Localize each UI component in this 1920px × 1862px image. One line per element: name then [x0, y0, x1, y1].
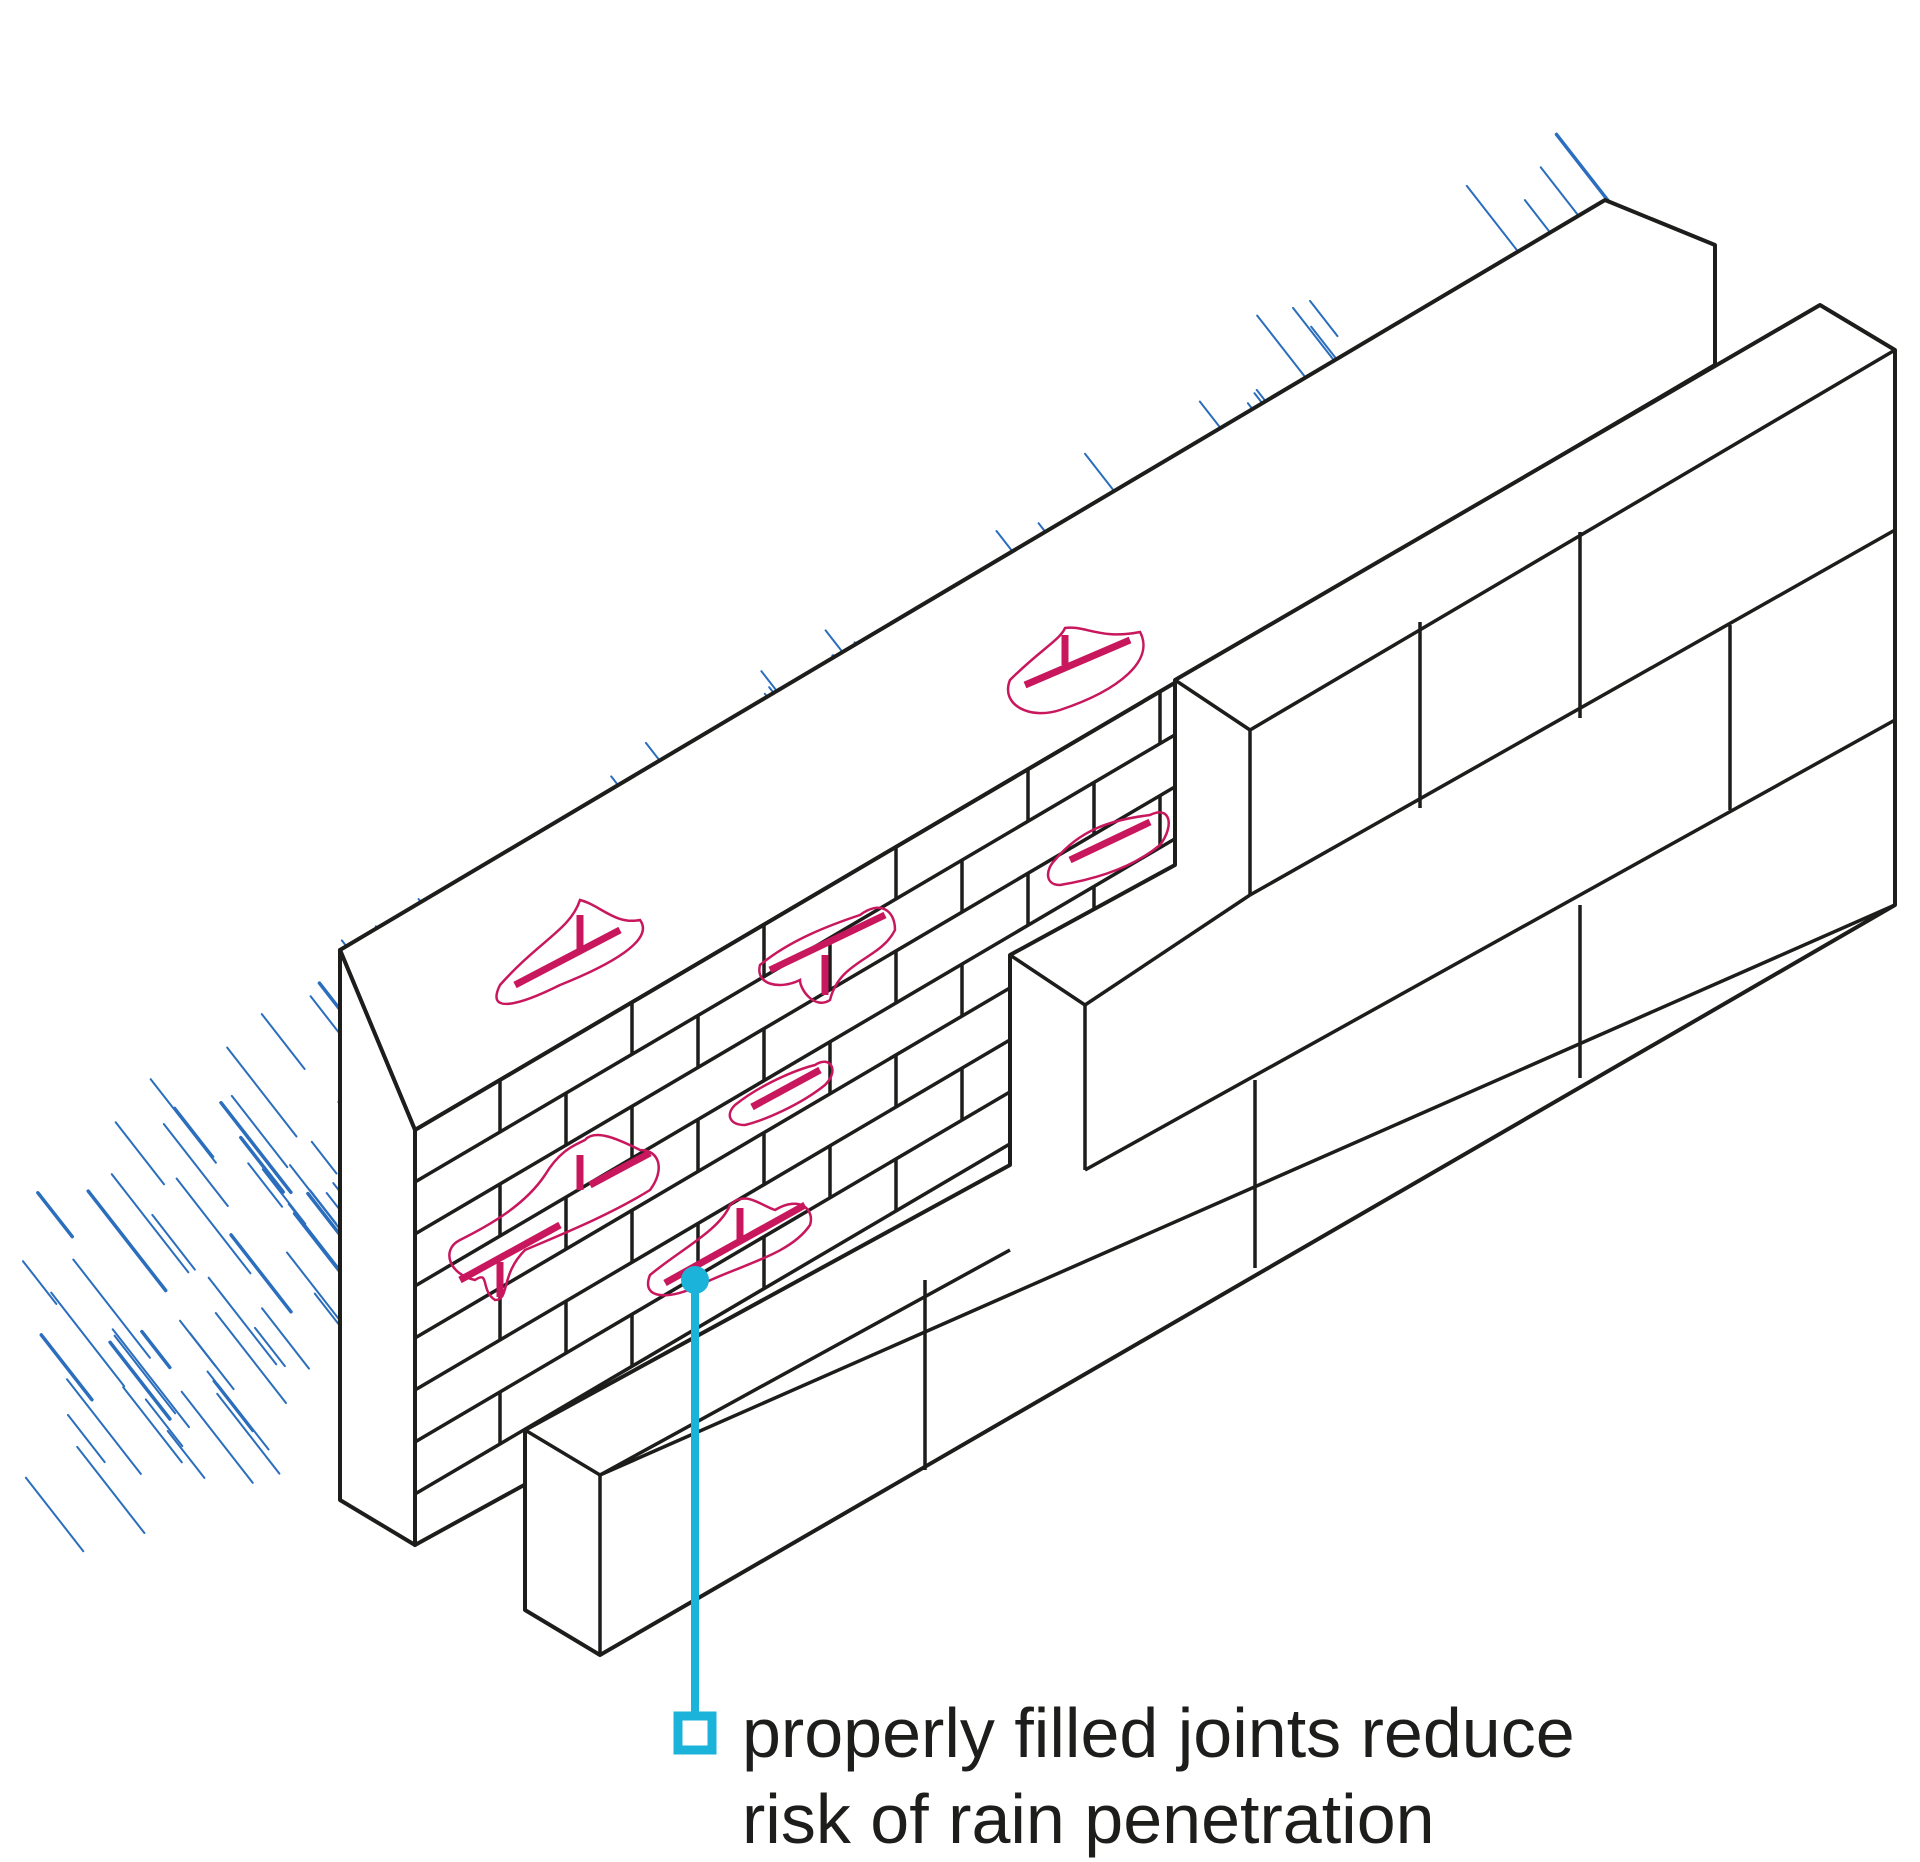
rain-streak — [292, 1211, 348, 1281]
rain-streak — [310, 1140, 338, 1175]
rain-streak — [175, 1177, 252, 1275]
rain-streak — [39, 1333, 94, 1402]
rain-streak — [229, 1233, 293, 1314]
rain-streak — [66, 1413, 106, 1464]
rain-streak — [36, 1191, 74, 1239]
rain-streak — [166, 1430, 206, 1479]
rain-streak — [261, 1307, 310, 1370]
rain-streak — [254, 1326, 286, 1368]
callout-label-line-2: risk of rain penetration — [742, 1780, 1435, 1858]
rain-streak — [1309, 299, 1339, 338]
rain-streak — [212, 1380, 254, 1433]
rain-streak — [113, 1334, 177, 1415]
inner-block-leaf — [523, 303, 1897, 1657]
rain-streak — [189, 1332, 235, 1391]
rain-streak — [111, 1328, 190, 1429]
rain-streak — [149, 1078, 217, 1164]
rain-streak — [108, 1340, 172, 1421]
rain-streak — [72, 1258, 151, 1359]
rain-streak — [122, 1386, 183, 1464]
callout-label: properly filled joints reduce risk of ra… — [742, 1690, 1575, 1862]
rain-streak — [180, 1390, 254, 1484]
rain-streak — [309, 1189, 338, 1225]
rain-streak — [206, 1370, 252, 1428]
rain-streak — [76, 1445, 146, 1534]
rain-streak — [260, 1013, 306, 1070]
rain-streak — [86, 1189, 168, 1293]
rain-streak — [219, 1100, 293, 1195]
callout-marker — [673, 1711, 717, 1755]
mortar-joint-highlights — [448, 626, 1170, 1302]
rain-streak — [162, 1123, 229, 1207]
filled-joint-1 — [495, 898, 645, 1006]
rain-streak — [286, 1251, 344, 1326]
rain-streak — [22, 1260, 58, 1305]
rain-streak — [50, 1291, 126, 1388]
rain-streak — [114, 1121, 165, 1186]
rain-streak — [151, 1213, 196, 1271]
rain-streak — [24, 1476, 85, 1553]
callout-label-line-1: properly filled joints reduce — [742, 1694, 1575, 1772]
filled-joint-5 — [728, 1060, 834, 1127]
callout-leader — [673, 1266, 717, 1755]
rain-streak — [239, 1135, 285, 1194]
filled-joint-6 — [448, 1133, 660, 1302]
rain-streak — [247, 1162, 284, 1208]
rain-streak — [66, 1378, 142, 1475]
rain-streak — [144, 1398, 184, 1448]
rain-streak — [110, 1173, 190, 1274]
rain-streak — [226, 1046, 298, 1138]
filled-joint-4 — [1046, 811, 1170, 887]
rain-streak — [214, 1312, 287, 1404]
rain-streak — [207, 1276, 278, 1366]
filled-joint-3 — [758, 906, 897, 1004]
filled-joint-2 — [1006, 626, 1145, 715]
rain-streak — [230, 1094, 289, 1169]
rain-streak — [140, 1329, 172, 1370]
rain-streak — [216, 1392, 281, 1475]
rain-streak — [173, 1106, 215, 1158]
